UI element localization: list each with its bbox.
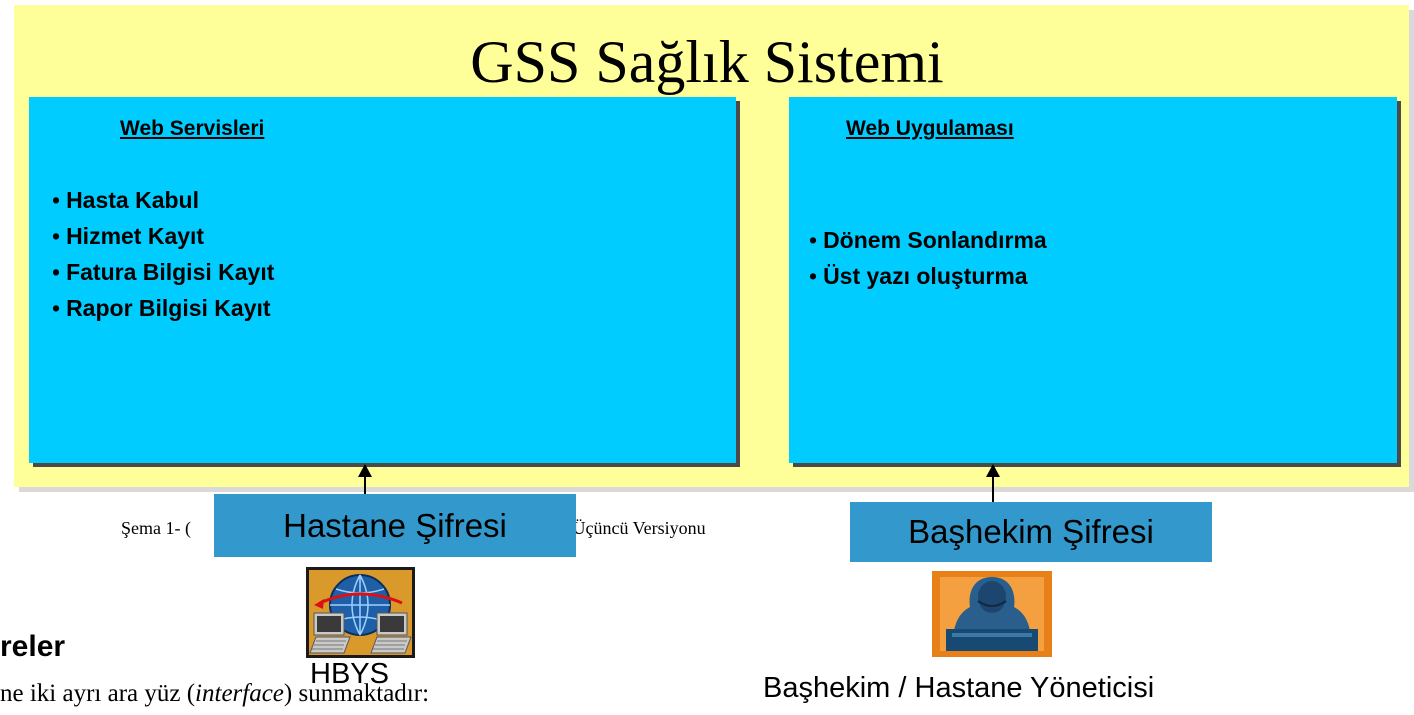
body-text-partial: ne iki ayrı ara yüz (interface) sunmakta… — [0, 680, 429, 708]
network-computers-icon — [306, 567, 415, 658]
bullet-dot: • — [52, 259, 61, 285]
body-text-after: ) sunmaktadır: — [283, 680, 430, 707]
web-application-title: Web Uygulaması — [846, 117, 1014, 140]
list-item-label: Hasta Kabul — [66, 187, 199, 213]
arrow-up-icon — [986, 464, 1000, 502]
list-item-label: Hizmet Kayıt — [66, 223, 205, 249]
list-item: •Hasta Kabul — [52, 182, 274, 218]
list-item-label: Rapor Bilgisi Kayıt — [66, 295, 271, 321]
web-services-list: •Hasta Kabul •Hizmet Kayıt •Fatura Bilgi… — [52, 182, 274, 326]
list-item-label: Üst yazı oluşturma — [823, 263, 1028, 289]
hbys-label: HBYS — [310, 658, 389, 690]
bullet-dot: • — [52, 295, 61, 321]
figure-caption-start: Şema 1- ( — [121, 518, 191, 538]
section-heading-partial: reler — [0, 630, 66, 663]
chief-password-box: Başhekim Şifresi — [850, 502, 1212, 562]
body-text-italic: interface — [195, 680, 284, 707]
web-services-title: Web Servisleri — [120, 117, 265, 140]
list-item: •Üst yazı oluşturma — [809, 258, 1047, 294]
bullet-dot: • — [809, 227, 818, 253]
bullet-dot: • — [809, 263, 818, 289]
manager-label: Başhekim / Hastane Yöneticisi — [763, 672, 1155, 704]
bullet-dot: • — [52, 187, 61, 213]
list-item-label: Fatura Bilgisi Kayıt — [66, 259, 275, 285]
manager-person-icon — [932, 571, 1052, 657]
list-item: •Hizmet Kayıt — [52, 218, 274, 254]
list-item: •Fatura Bilgisi Kayıt — [52, 254, 274, 290]
list-item: •Rapor Bilgisi Kayıt — [52, 290, 274, 326]
web-application-box: Web Uygulaması •Dönem Sonlandırma •Üst y… — [789, 97, 1397, 463]
web-services-box: Web Servisleri •Hasta Kabul •Hizmet Kayı… — [29, 97, 736, 463]
web-application-list: •Dönem Sonlandırma •Üst yazı oluşturma — [809, 222, 1047, 294]
bullet-dot: • — [52, 223, 61, 249]
body-text-before: ne iki ayrı ara yüz ( — [0, 680, 196, 707]
diagram-title: GSS Sağlık Sistemi — [470, 29, 944, 95]
figure-caption-end: ula) Üçüncü Versiyonu — [540, 518, 706, 538]
list-item: •Dönem Sonlandırma — [809, 222, 1047, 258]
list-item-label: Dönem Sonlandırma — [823, 227, 1047, 253]
arrow-up-icon — [358, 464, 372, 494]
hospital-password-box: Hastane Şifresi — [214, 494, 576, 557]
